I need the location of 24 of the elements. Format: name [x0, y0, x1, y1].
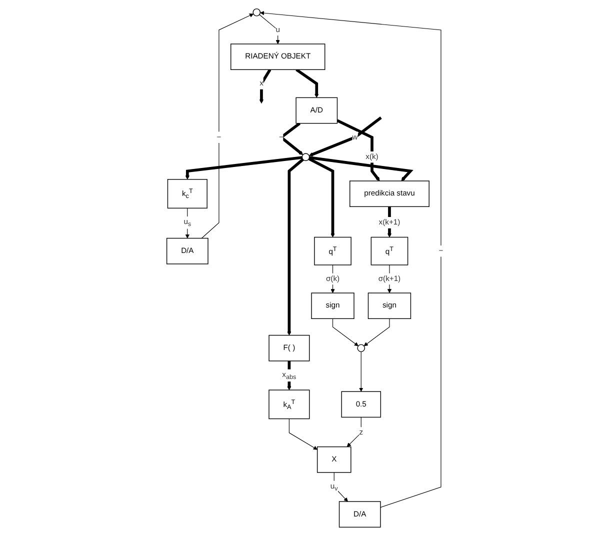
arrow [308, 116, 382, 156]
arrow [278, 122, 304, 156]
node-circle [252, 8, 261, 16]
arrow [287, 158, 304, 336]
arrow [259, 68, 272, 104]
arrow [309, 156, 414, 182]
arrow [259, 14, 280, 44]
arrow [308, 157, 335, 238]
node-circle [302, 153, 310, 161]
arrow [287, 360, 292, 390]
arrow [201, 14, 254, 239]
arrow [387, 264, 392, 294]
arrow [260, 10, 442, 508]
arrow [364, 318, 390, 346]
arrow [330, 264, 335, 294]
arrow [336, 119, 380, 182]
arrow [346, 416, 362, 447]
arrow [296, 68, 319, 98]
node-circle [357, 344, 366, 352]
arrow [288, 418, 318, 450]
arrow [185, 156, 302, 180]
arrow [387, 206, 392, 238]
arrow [332, 318, 358, 346]
arrow [359, 351, 364, 392]
